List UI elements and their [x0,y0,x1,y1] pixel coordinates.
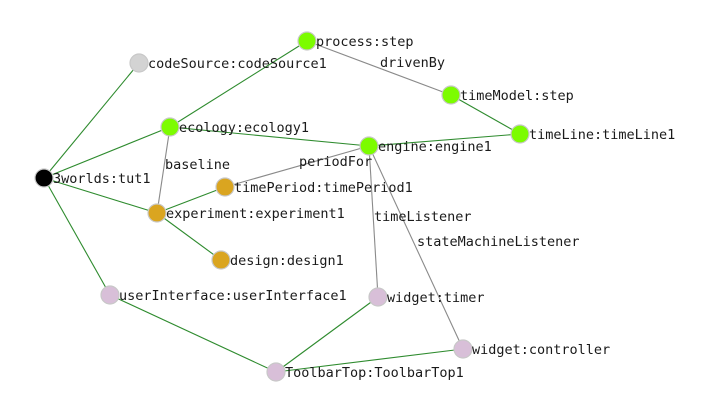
edge-user-interface-toolbar [109,294,277,373]
node-circle-process[interactable] [297,31,317,51]
edge-experiment-design [156,212,222,261]
node-label-timer: widget:timer [387,290,485,306]
edge-label-layer: drivenBy baseline periodFor timeListener sta… [165,55,580,250]
node-process[interactable]: process:step [297,31,414,51]
node-engine[interactable]: engine:engine1 [359,136,492,156]
edge-engine-time-line [368,133,521,147]
node-circle-ecology[interactable] [160,117,180,137]
node-circle-time-period[interactable] [215,177,235,197]
node-circle-design[interactable] [211,250,231,270]
node-controller[interactable]: widget:controller [453,339,610,359]
node-user-interface[interactable]: userInterface:userInterface1 [100,285,347,305]
node-label-toolbar: ToolbarTop:ToolbarTop1 [285,365,464,381]
edge-label-baseline: baseline [165,157,230,173]
node-label-engine: engine:engine1 [378,139,492,155]
edge-root-experiment [43,177,158,214]
node-time-period[interactable]: timePeriod:timePeriod1 [215,177,413,197]
node-circle-code-source[interactable] [129,53,149,73]
edge-ecology-experiment [156,126,171,214]
edge-label-period-for: periodFor [299,154,372,170]
node-circle-time-model[interactable] [441,85,461,105]
node-circle-timer[interactable] [368,287,388,307]
node-layer: 3worlds:tut1 codeSource:codeSource1 proces… [34,31,675,382]
node-circle-toolbar[interactable] [266,362,286,382]
node-circle-user-interface[interactable] [100,285,120,305]
node-label-code-source: codeSource:codeSource1 [148,56,327,72]
node-label-time-period: timePeriod:timePeriod1 [234,180,413,196]
node-label-time-line: timeLine:timeLine1 [529,127,675,143]
node-label-controller: widget:controller [472,342,610,358]
node-label-time-model: timeModel:step [460,88,574,104]
node-ecology[interactable]: ecology:ecology1 [160,117,309,137]
node-time-model[interactable]: timeModel:step [441,85,574,105]
node-circle-root[interactable] [34,168,54,188]
edge-layer [43,40,521,373]
node-label-root: 3worlds:tut1 [53,171,151,187]
edge-engine-timer [368,145,379,298]
edge-ecology-engine [169,126,370,147]
node-code-source[interactable]: codeSource:codeSource1 [129,53,327,73]
node-label-experiment: experiment:experiment1 [166,206,345,222]
node-time-line[interactable]: timeLine:timeLine1 [510,124,675,144]
edge-process-time-model [306,40,452,96]
edge-root-ecology [43,126,171,179]
edge-engine-controller [368,145,464,350]
node-toolbar[interactable]: ToolbarTop:ToolbarTop1 [266,362,464,382]
node-experiment[interactable]: experiment:experiment1 [147,203,345,223]
node-circle-controller[interactable] [453,339,473,359]
edge-time-model-time-line [450,94,521,135]
edge-label-driven-by: drivenBy [380,55,445,71]
node-label-user-interface: userInterface:userInterface1 [119,288,347,304]
node-timer[interactable]: widget:timer [368,287,485,307]
edge-toolbar-controller [275,348,464,373]
edge-ecology-process [169,40,308,128]
edge-label-state-machine-listener: stateMachineListener [417,234,580,250]
node-circle-engine[interactable] [359,136,379,156]
node-circle-experiment[interactable] [147,203,167,223]
edge-root-code-source [43,62,140,179]
edge-time-period-engine [224,145,370,188]
edge-experiment-time-period [156,186,226,214]
node-label-ecology: ecology:ecology1 [179,120,309,136]
node-label-process: process:step [316,34,414,50]
node-label-design: design:design1 [230,253,344,269]
edge-label-time-listener: timeListener [374,209,472,225]
node-circle-time-line[interactable] [510,124,530,144]
node-design[interactable]: design:design1 [211,250,344,270]
edge-toolbar-timer [275,296,379,373]
edge-root-user-interface [43,177,111,296]
node-root[interactable]: 3worlds:tut1 [34,168,151,188]
